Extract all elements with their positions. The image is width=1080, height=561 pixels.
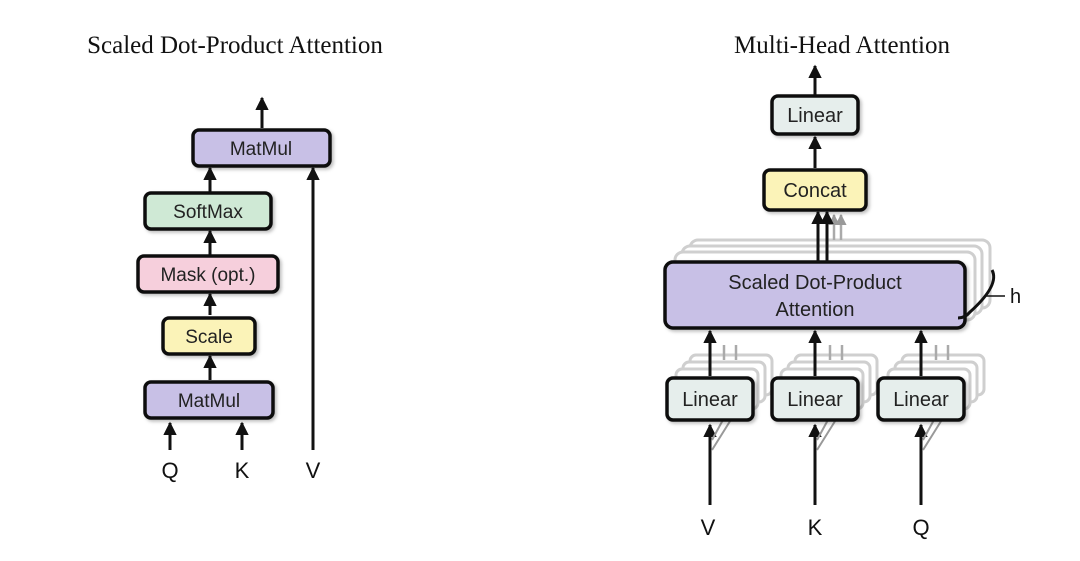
right-title: Multi-Head Attention <box>734 32 950 59</box>
linear-top-label: Linear <box>787 105 843 127</box>
matmul-bottom-block: MatMul <box>143 380 275 420</box>
linear-q-label: Linear <box>893 389 949 411</box>
left-title: Scaled Dot-Product Attention <box>87 32 383 59</box>
right-input-q: Q <box>912 515 929 540</box>
left-input-k: K <box>235 458 250 483</box>
right-arrows <box>703 64 928 505</box>
linear-k-block: Linear <box>770 376 860 422</box>
linear-k-label: Linear <box>787 389 843 411</box>
concat-label: Concat <box>783 180 847 202</box>
linear-v-block: Linear <box>665 376 755 422</box>
mask-label: Mask (opt.) <box>160 265 255 286</box>
softmax-label: SoftMax <box>173 202 243 223</box>
matmul-top-label: MatMul <box>230 139 292 160</box>
heads-bracket <box>957 269 996 320</box>
scale-label: Scale <box>185 327 233 348</box>
softmax-block: SoftMax <box>143 191 273 231</box>
attention-block: Scaled Dot-Product Attention <box>663 260 967 330</box>
input-fanout <box>711 417 944 451</box>
linear-v-label: Linear <box>682 389 738 411</box>
linear-q-block: Linear <box>876 376 966 422</box>
matmul-bottom-label: MatMul <box>178 391 240 412</box>
left-input-v: V <box>306 458 321 483</box>
heads-label: h <box>1010 286 1021 308</box>
mask-block: Mask (opt.) <box>136 254 280 294</box>
ghost-arrows <box>722 213 950 360</box>
left-input-q: Q <box>161 458 178 483</box>
linear-top-block: Linear <box>770 94 860 136</box>
concat-block: Concat <box>762 168 868 212</box>
scale-block: Scale <box>161 316 257 356</box>
attention-label-line2: Attention <box>776 299 855 321</box>
left-arrows <box>163 96 320 450</box>
attention-label-line1: Scaled Dot-Product <box>728 272 902 294</box>
right-input-v: V <box>701 515 716 540</box>
right-input-k: K <box>808 515 823 540</box>
matmul-top-block: MatMul <box>191 128 332 168</box>
